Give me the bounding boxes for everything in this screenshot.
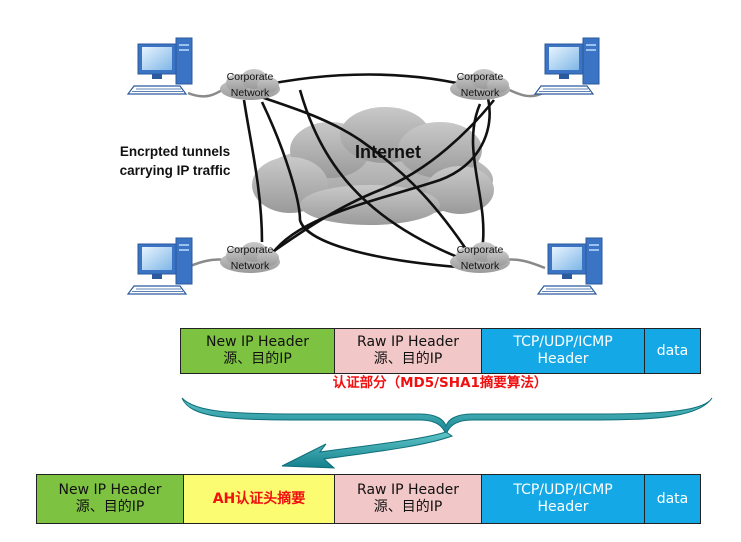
bottom-raw-ip-header-line2: 源、目的IP — [373, 499, 443, 515]
top-data-label: data — [656, 342, 689, 359]
tunnel-label-line1: Encrpted tunnels — [120, 144, 230, 159]
node-label-line2: Network — [461, 87, 500, 99]
top-data-cell: data — [644, 328, 701, 374]
bottom-tcp-header-line1: TCP/UDP/ICMP — [513, 482, 613, 498]
corporate-network-top-right: Corporate Network — [450, 69, 510, 100]
bottom-data-cell: data — [644, 474, 701, 524]
top-new-ip-header-line1: New IP Header — [206, 334, 309, 350]
computer-icon — [534, 37, 600, 95]
node-label-line1: Corporate — [227, 71, 274, 83]
computer-icon — [537, 237, 603, 295]
node-label-line1: Corporate — [227, 244, 274, 256]
top-new-ip-header-cell: New IP Header 源、目的IP — [180, 328, 335, 374]
node-label-line2: Network — [231, 260, 270, 272]
authentication-brace-arrow — [181, 397, 713, 469]
bottom-data-label: data — [656, 490, 689, 507]
bottom-new-ip-header-line2: 源、目的IP — [75, 499, 145, 515]
bottom-new-ip-header-cell: New IP Header 源、目的IP — [36, 474, 184, 524]
node-label-line1: Corporate — [457, 244, 504, 256]
corporate-network-bottom-left: Corporate Network — [220, 242, 280, 273]
node-label-line1: Corporate — [457, 71, 504, 83]
top-raw-ip-header-line1: Raw IP Header — [357, 334, 459, 350]
bottom-tcp-header-cell: TCP/UDP/ICMP Header — [481, 474, 645, 524]
bottom-new-ip-header-line1: New IP Header — [58, 482, 162, 498]
bottom-ah-header-label: AH认证头摘要 — [212, 490, 306, 507]
top-tcp-header-line1: TCP/UDP/ICMP — [513, 334, 613, 350]
computer-icon — [127, 237, 193, 295]
tunnel-label-line2: carrying IP traffic — [120, 163, 231, 178]
node-label-line2: Network — [461, 260, 500, 272]
top-raw-ip-header-cell: Raw IP Header 源、目的IP — [334, 328, 482, 374]
bottom-raw-ip-header-cell: Raw IP Header 源、目的IP — [334, 474, 482, 524]
corporate-network-bottom-right: Corporate Network — [450, 242, 510, 273]
top-new-ip-header-line2: 源、目的IP — [223, 351, 292, 367]
auth-section-label: 认证部分（MD5/SHA1摘要算法） — [332, 375, 548, 391]
encrypted-tunnels — [242, 73, 496, 270]
top-tcp-header-cell: TCP/UDP/ICMP Header — [481, 328, 645, 374]
bottom-raw-ip-header-line1: Raw IP Header — [357, 482, 459, 498]
top-tcp-header-line2: Header — [537, 351, 589, 367]
corporate-network-top-left: Corporate Network — [220, 69, 280, 100]
bottom-tcp-header-line2: Header — [537, 499, 589, 515]
top-raw-ip-header-line2: 源、目的IP — [373, 351, 443, 367]
computer-icon — [127, 37, 193, 95]
node-label-line2: Network — [231, 87, 270, 99]
bottom-ah-header-cell: AH认证头摘要 — [183, 474, 335, 524]
